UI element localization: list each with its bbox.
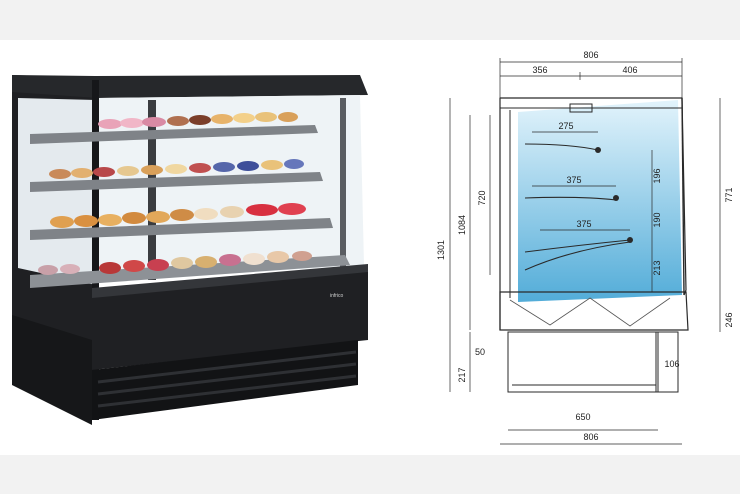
right-foot: [655, 331, 679, 393]
dim-leg-offset: 50: [475, 347, 485, 357]
dim-shelf-gap-1: 196: [652, 168, 662, 183]
dim-cabinet-height: 1084: [457, 215, 467, 235]
mullion-right: [340, 98, 346, 268]
dim-shelf-low-depth: 375: [576, 219, 591, 229]
brand-label: infrico: [330, 293, 344, 299]
pastries-base: [38, 251, 312, 275]
shelf-light-2: [613, 195, 619, 201]
base-hatch: [509, 297, 671, 327]
interior-cold-zone: [518, 100, 682, 302]
grille-line-1: [97, 350, 357, 384]
dim-display-height: 720: [477, 190, 487, 205]
glass-side: [18, 98, 96, 285]
dim-right-height: 771: [724, 187, 734, 202]
dimension-lines: [449, 58, 721, 445]
shelf-light-1: [595, 147, 601, 153]
pastries-shelf-1: [98, 112, 298, 129]
technical-drawing: 806 356 406 275 375 375 196 190 213 1301…: [436, 50, 734, 445]
shelf-line-1: [524, 143, 599, 151]
dim-shelf-top-depth: 275: [558, 121, 573, 131]
dim-shelf-mid-depth: 375: [566, 175, 581, 185]
dim-total-height: 1301: [436, 240, 446, 260]
dim-bottom-total: 806: [583, 432, 598, 442]
dim-foot-right: 106: [664, 359, 679, 369]
grille-line-3: [97, 374, 357, 408]
shelf-line-3: [524, 239, 631, 253]
mullion-left: [148, 100, 156, 280]
dim-shelf-gap-3: 213: [652, 260, 662, 275]
pastries-shelf-3: [50, 203, 306, 228]
cabinet-front-ledge: [92, 264, 368, 298]
dim-leg-height: 217: [457, 367, 467, 382]
base-deck: [30, 255, 350, 288]
grille-line-2: [97, 362, 357, 396]
shelf-3: [30, 218, 333, 240]
dim-top-right: 406: [622, 65, 637, 75]
drawing-shelves: [524, 143, 631, 271]
display-case-photo: infrico: [12, 75, 368, 425]
shelf-light-3: [627, 237, 633, 243]
pastries-shelf-2: [49, 159, 304, 179]
dim-top-left: 356: [532, 65, 547, 75]
shelf-line-2: [524, 196, 617, 201]
shelf-curve-4: [524, 241, 631, 271]
base-compartment: [499, 291, 689, 331]
front-post-left: [92, 80, 99, 420]
front-glass: [681, 97, 685, 296]
cabinet-top-frame: [12, 75, 368, 98]
bottom-margin-band: [0, 455, 740, 494]
stand-frame: [507, 331, 659, 393]
shelf-2: [30, 172, 323, 192]
dim-base-right: 246: [724, 312, 734, 327]
dim-shelf-gap-2: 190: [652, 212, 662, 227]
shelf-1: [30, 125, 318, 144]
dim-base-width: 650: [575, 412, 590, 422]
top-light: [569, 103, 593, 113]
cabinet-left-lower: [12, 315, 92, 425]
dim-top-total: 806: [583, 50, 598, 60]
glass-front: [98, 95, 364, 282]
top-margin-band: [0, 0, 740, 40]
top-canopy: [499, 97, 683, 109]
cabinet-front-panel: [92, 270, 368, 370]
